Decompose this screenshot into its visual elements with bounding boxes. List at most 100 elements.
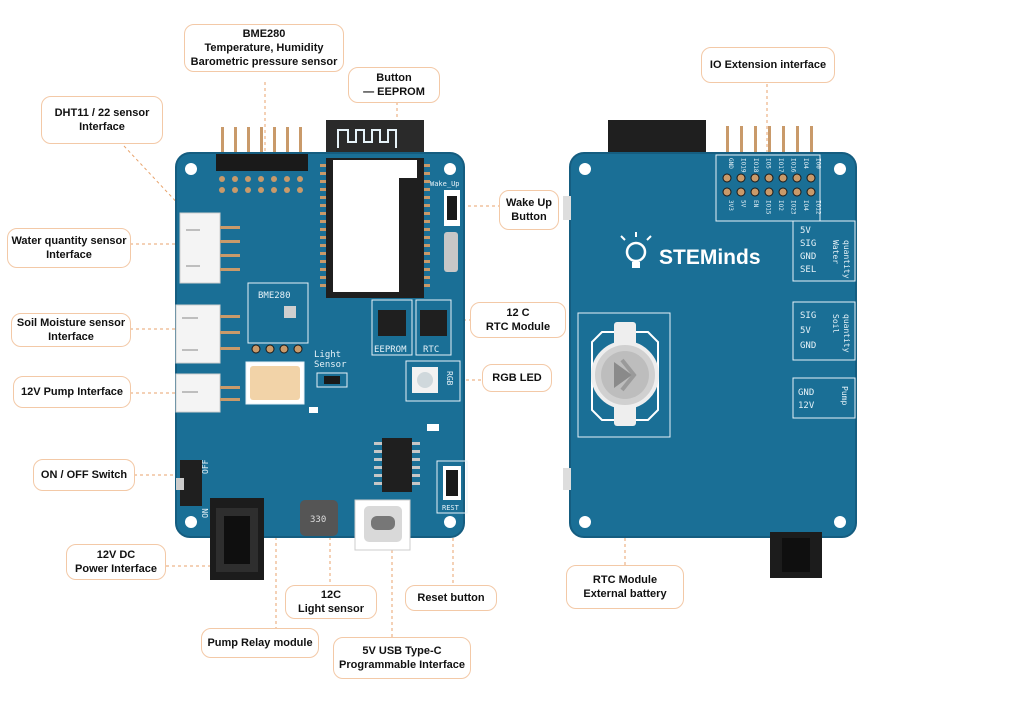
io-bottom-label: IO4 xyxy=(802,200,809,211)
soil-pin-label: 5V xyxy=(800,326,811,336)
callout-pump: 12V Pump Interface xyxy=(13,376,131,408)
callout-text: 12V DC xyxy=(96,549,136,561)
rgb-outline xyxy=(405,360,461,402)
rtc-outline xyxy=(415,299,452,356)
callout-text: ON / OFF Switch xyxy=(40,469,128,481)
callout-text: External battery xyxy=(583,588,667,600)
wake-button[interactable] xyxy=(447,196,457,220)
callout-text: 5V USB Type-C xyxy=(362,645,442,657)
io-top-label: IO19 xyxy=(740,158,747,173)
callout-text: 12V Pump Interface xyxy=(20,386,124,398)
callout-text: Interface xyxy=(46,249,92,261)
io-top-label: IO16 xyxy=(790,158,797,173)
callout-dht: DHT11 / 22 sensor Interface xyxy=(41,96,163,144)
mount-hole xyxy=(444,163,456,175)
pump-pin-label: GND xyxy=(798,388,814,398)
callout-text: Soil Moisture sensor xyxy=(16,317,126,329)
mount-hole xyxy=(444,516,456,528)
callout-io: IO Extension interface xyxy=(701,47,835,83)
io-bottom-label: IO23 xyxy=(790,200,797,215)
soil-pin-block xyxy=(792,301,856,361)
front-io-header xyxy=(216,154,308,171)
mount-hole xyxy=(579,516,591,528)
connector-dht xyxy=(179,212,240,284)
silk-eeprom: EEPROM xyxy=(374,345,407,355)
silk-bme: BME280 xyxy=(258,291,291,301)
silk-soil-1: Soil xyxy=(831,314,840,333)
rtc-chip xyxy=(420,310,447,336)
callout-text: Power Interface xyxy=(75,563,157,575)
io-top-label: GND xyxy=(727,158,734,169)
mount-hole xyxy=(185,163,197,175)
callout-text: Interface xyxy=(79,121,125,133)
callout-soil: Soil Moisture sensor Interface xyxy=(11,313,131,347)
silk-soil-2: quantity xyxy=(842,314,851,353)
callout-reset: Reset button xyxy=(405,585,497,611)
callout-text: Interface xyxy=(48,331,94,343)
mount-hole xyxy=(834,163,846,175)
callout-text: Light sensor xyxy=(297,603,364,615)
callout-text: Button xyxy=(511,211,547,223)
io-top-label: IO4 xyxy=(802,158,809,169)
reset-outline xyxy=(436,460,468,514)
io-top-label: IO18 xyxy=(752,158,759,173)
io-top-label: IO0 xyxy=(815,158,822,169)
connector-soil xyxy=(175,304,240,364)
io-bottom-label: IO12 xyxy=(815,200,822,215)
callout-text: — EEPROM xyxy=(363,86,425,98)
crystal xyxy=(444,232,458,272)
silk-rtc: RTC xyxy=(423,345,439,355)
lightbulb-icon xyxy=(625,241,647,263)
water-pin-block xyxy=(792,220,856,282)
callout-text: 12C xyxy=(320,589,342,601)
callout-rtc: 12 C RTC Module xyxy=(470,302,566,338)
onoff-switch[interactable] xyxy=(180,460,202,506)
mount-hole xyxy=(834,516,846,528)
bme280-module xyxy=(247,282,309,344)
connector-pump xyxy=(175,373,240,413)
mount-hole xyxy=(185,516,197,528)
io-extension-pads xyxy=(715,154,821,222)
silk-water-1: Water xyxy=(831,240,840,264)
bme280-chip xyxy=(284,306,296,318)
mount-hole xyxy=(579,163,591,175)
water-pin-label: GND xyxy=(800,252,816,262)
callout-dc: 12V DC Power Interface xyxy=(66,544,166,580)
soil-pin-label: SIG xyxy=(800,311,816,321)
callout-text: RTC Module xyxy=(592,574,658,586)
silk-inductor: 330 xyxy=(310,515,326,525)
callout-text: BME280 xyxy=(242,28,286,40)
silk-light-1: Light xyxy=(314,350,341,360)
silk-on: ON xyxy=(201,508,210,518)
eeprom-outline xyxy=(371,299,413,356)
callout-text: RGB LED xyxy=(492,372,542,384)
io-bottom-label: IO2 xyxy=(777,200,784,211)
relay xyxy=(250,366,300,400)
io-bottom-label: IO15 xyxy=(765,200,772,215)
reset-button[interactable] xyxy=(446,470,458,496)
usb-serial-chip xyxy=(382,438,412,492)
brand-logo: STEMinds xyxy=(620,232,761,269)
front-board: Wake_Up BME280 Light Senso xyxy=(175,120,468,580)
callout-text: Temperature, Humidity xyxy=(204,42,324,54)
callout-text: RTC Module xyxy=(485,321,551,333)
callout-text: Pump Relay module xyxy=(207,637,313,649)
pump-pin-label: 12V xyxy=(798,401,815,411)
callout-text: DHT11 / 22 sensor xyxy=(54,107,150,119)
water-pin-label: 5V xyxy=(800,226,811,236)
callout-text: Wake Up xyxy=(505,197,553,209)
silk-reset: REST xyxy=(442,504,460,512)
io-top-label: IO17 xyxy=(777,158,784,173)
callout-text: Water quantity sensor xyxy=(11,235,127,247)
water-pin-label: SEL xyxy=(800,265,816,275)
battery-holder xyxy=(577,312,671,438)
callout-wake: Wake Up Button xyxy=(499,190,559,230)
brand-name: STEMinds xyxy=(659,246,761,269)
callout-light: 12C Light sensor xyxy=(285,585,377,619)
